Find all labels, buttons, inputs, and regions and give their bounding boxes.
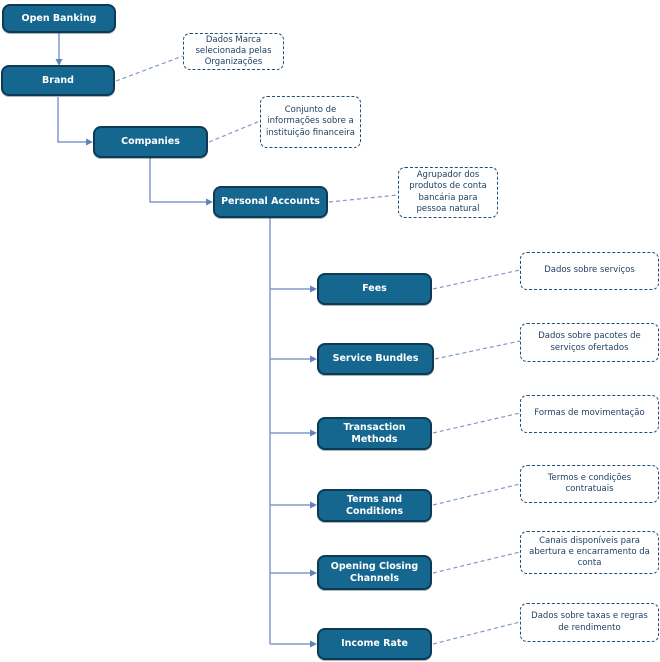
note-service-bundles: Dados sobre pacotes de serviços ofertado… <box>520 323 659 362</box>
node-companies: Companies <box>93 126 208 158</box>
note-text: Conjunto de informações sobre a institui… <box>265 105 356 138</box>
node-label: Personal Accounts <box>221 196 320 208</box>
note-text: Dados sobre pacotes de serviços ofertado… <box>538 331 641 353</box>
node-fees: Fees <box>317 273 432 305</box>
note-companies: Conjunto de informações sobre a institui… <box>260 96 361 148</box>
node-label: Opening Closing Channels <box>330 560 419 584</box>
tree-connectors <box>55 33 317 648</box>
node-income-rate: Income Rate <box>317 628 432 660</box>
node-label: Service Bundles <box>332 353 419 365</box>
node-transaction-methods: Transaction Methods <box>317 417 432 450</box>
note-text: Dados Marca selecionada pelas Organizaçõ… <box>195 34 272 68</box>
node-open-banking: Open Banking <box>2 4 116 33</box>
note-text: Agrupador dos produtos de conta bancária… <box>409 170 487 214</box>
note-text: Termos e condições contratuais <box>547 472 632 494</box>
node-service-bundles: Service Bundles <box>317 343 434 375</box>
node-label: Transaction Methods <box>343 421 406 445</box>
note-income-rate: Dados sobre taxas e regras de rendimento <box>520 603 659 642</box>
node-label: Companies <box>121 136 180 148</box>
note-text: Dados sobre serviços <box>544 265 635 276</box>
note-personal-accounts: Agrupador dos produtos de conta bancária… <box>398 167 498 218</box>
note-text: Formas de movimentação <box>534 408 645 419</box>
note-opening-closing-channels: Canais disponíveis para abertura e encar… <box>520 531 659 574</box>
node-opening-closing-channels: Opening Closing Channels <box>317 555 432 590</box>
node-label: Income Rate <box>341 638 408 650</box>
node-label: Open Banking <box>21 12 97 24</box>
node-label: Terms and Conditions <box>345 493 404 517</box>
node-label: Brand <box>42 74 74 86</box>
note-text: Dados sobre taxas e regras de rendimento <box>531 611 648 633</box>
note-text: Canais disponíveis para abertura e encar… <box>529 535 650 569</box>
note-terms-and-conditions: Termos e condições contratuais <box>520 465 659 503</box>
node-terms-and-conditions: Terms and Conditions <box>317 489 432 522</box>
node-label: Fees <box>362 283 387 295</box>
note-fees: Dados sobre serviços <box>520 252 659 290</box>
note-connectors <box>115 55 521 645</box>
node-brand: Brand <box>1 65 115 96</box>
note-brand: Dados Marca selecionada pelas Organizaçõ… <box>183 33 284 70</box>
note-transaction-methods: Formas de movimentação <box>520 395 659 433</box>
node-personal-accounts: Personal Accounts <box>213 186 328 218</box>
